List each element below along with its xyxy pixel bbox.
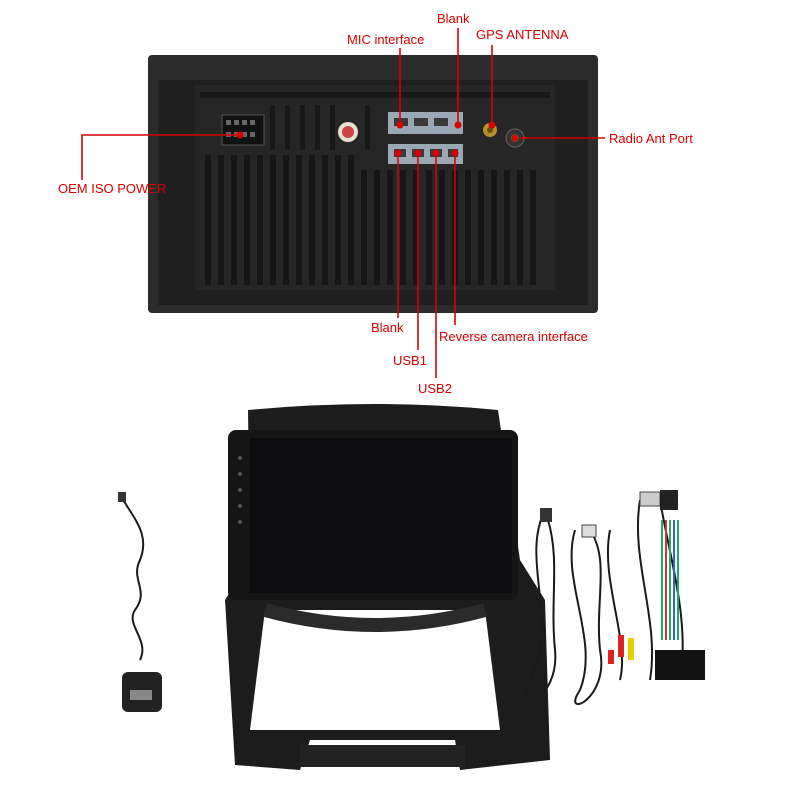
label-radio-ant-port: Radio Ant Port xyxy=(609,131,693,146)
callout-lines xyxy=(81,28,605,378)
label-reverse-camera-interface: Reverse camera interface xyxy=(439,329,588,344)
gps-antenna-accessory xyxy=(118,492,162,712)
label-usb2: USB2 xyxy=(418,381,452,396)
label-mic-interface: MIC interface xyxy=(347,32,425,47)
callout-dots xyxy=(236,121,519,157)
label-gps-antenna: GPS ANTENNA xyxy=(476,27,569,42)
label-oem-iso-power: OEM ISO POWER xyxy=(58,181,167,196)
head-unit-rear-panel xyxy=(148,55,598,313)
label-blank-bottom: Blank xyxy=(371,320,404,335)
head-unit-front-with-frame xyxy=(225,404,550,770)
label-usb1: USB1 xyxy=(393,353,427,368)
label-blank-top: Blank xyxy=(437,11,470,26)
wiring-harness-details xyxy=(540,490,705,680)
